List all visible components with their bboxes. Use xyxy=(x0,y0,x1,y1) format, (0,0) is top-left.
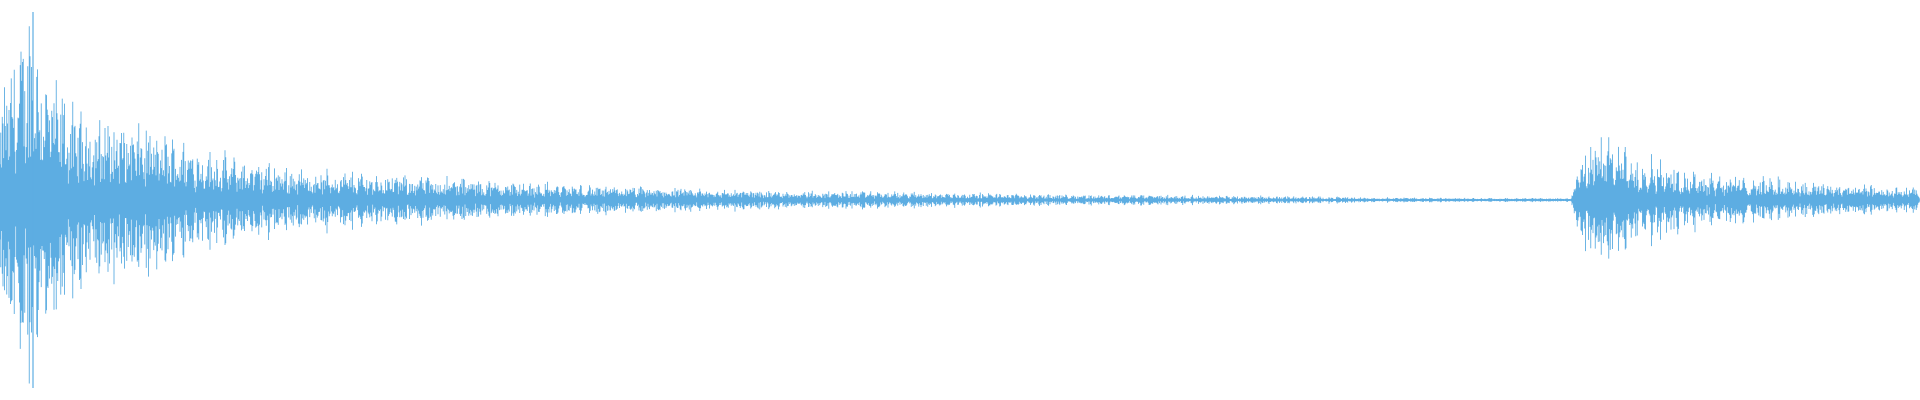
waveform-bars xyxy=(0,12,1920,388)
waveform-amplitude-path xyxy=(0,26,1920,384)
